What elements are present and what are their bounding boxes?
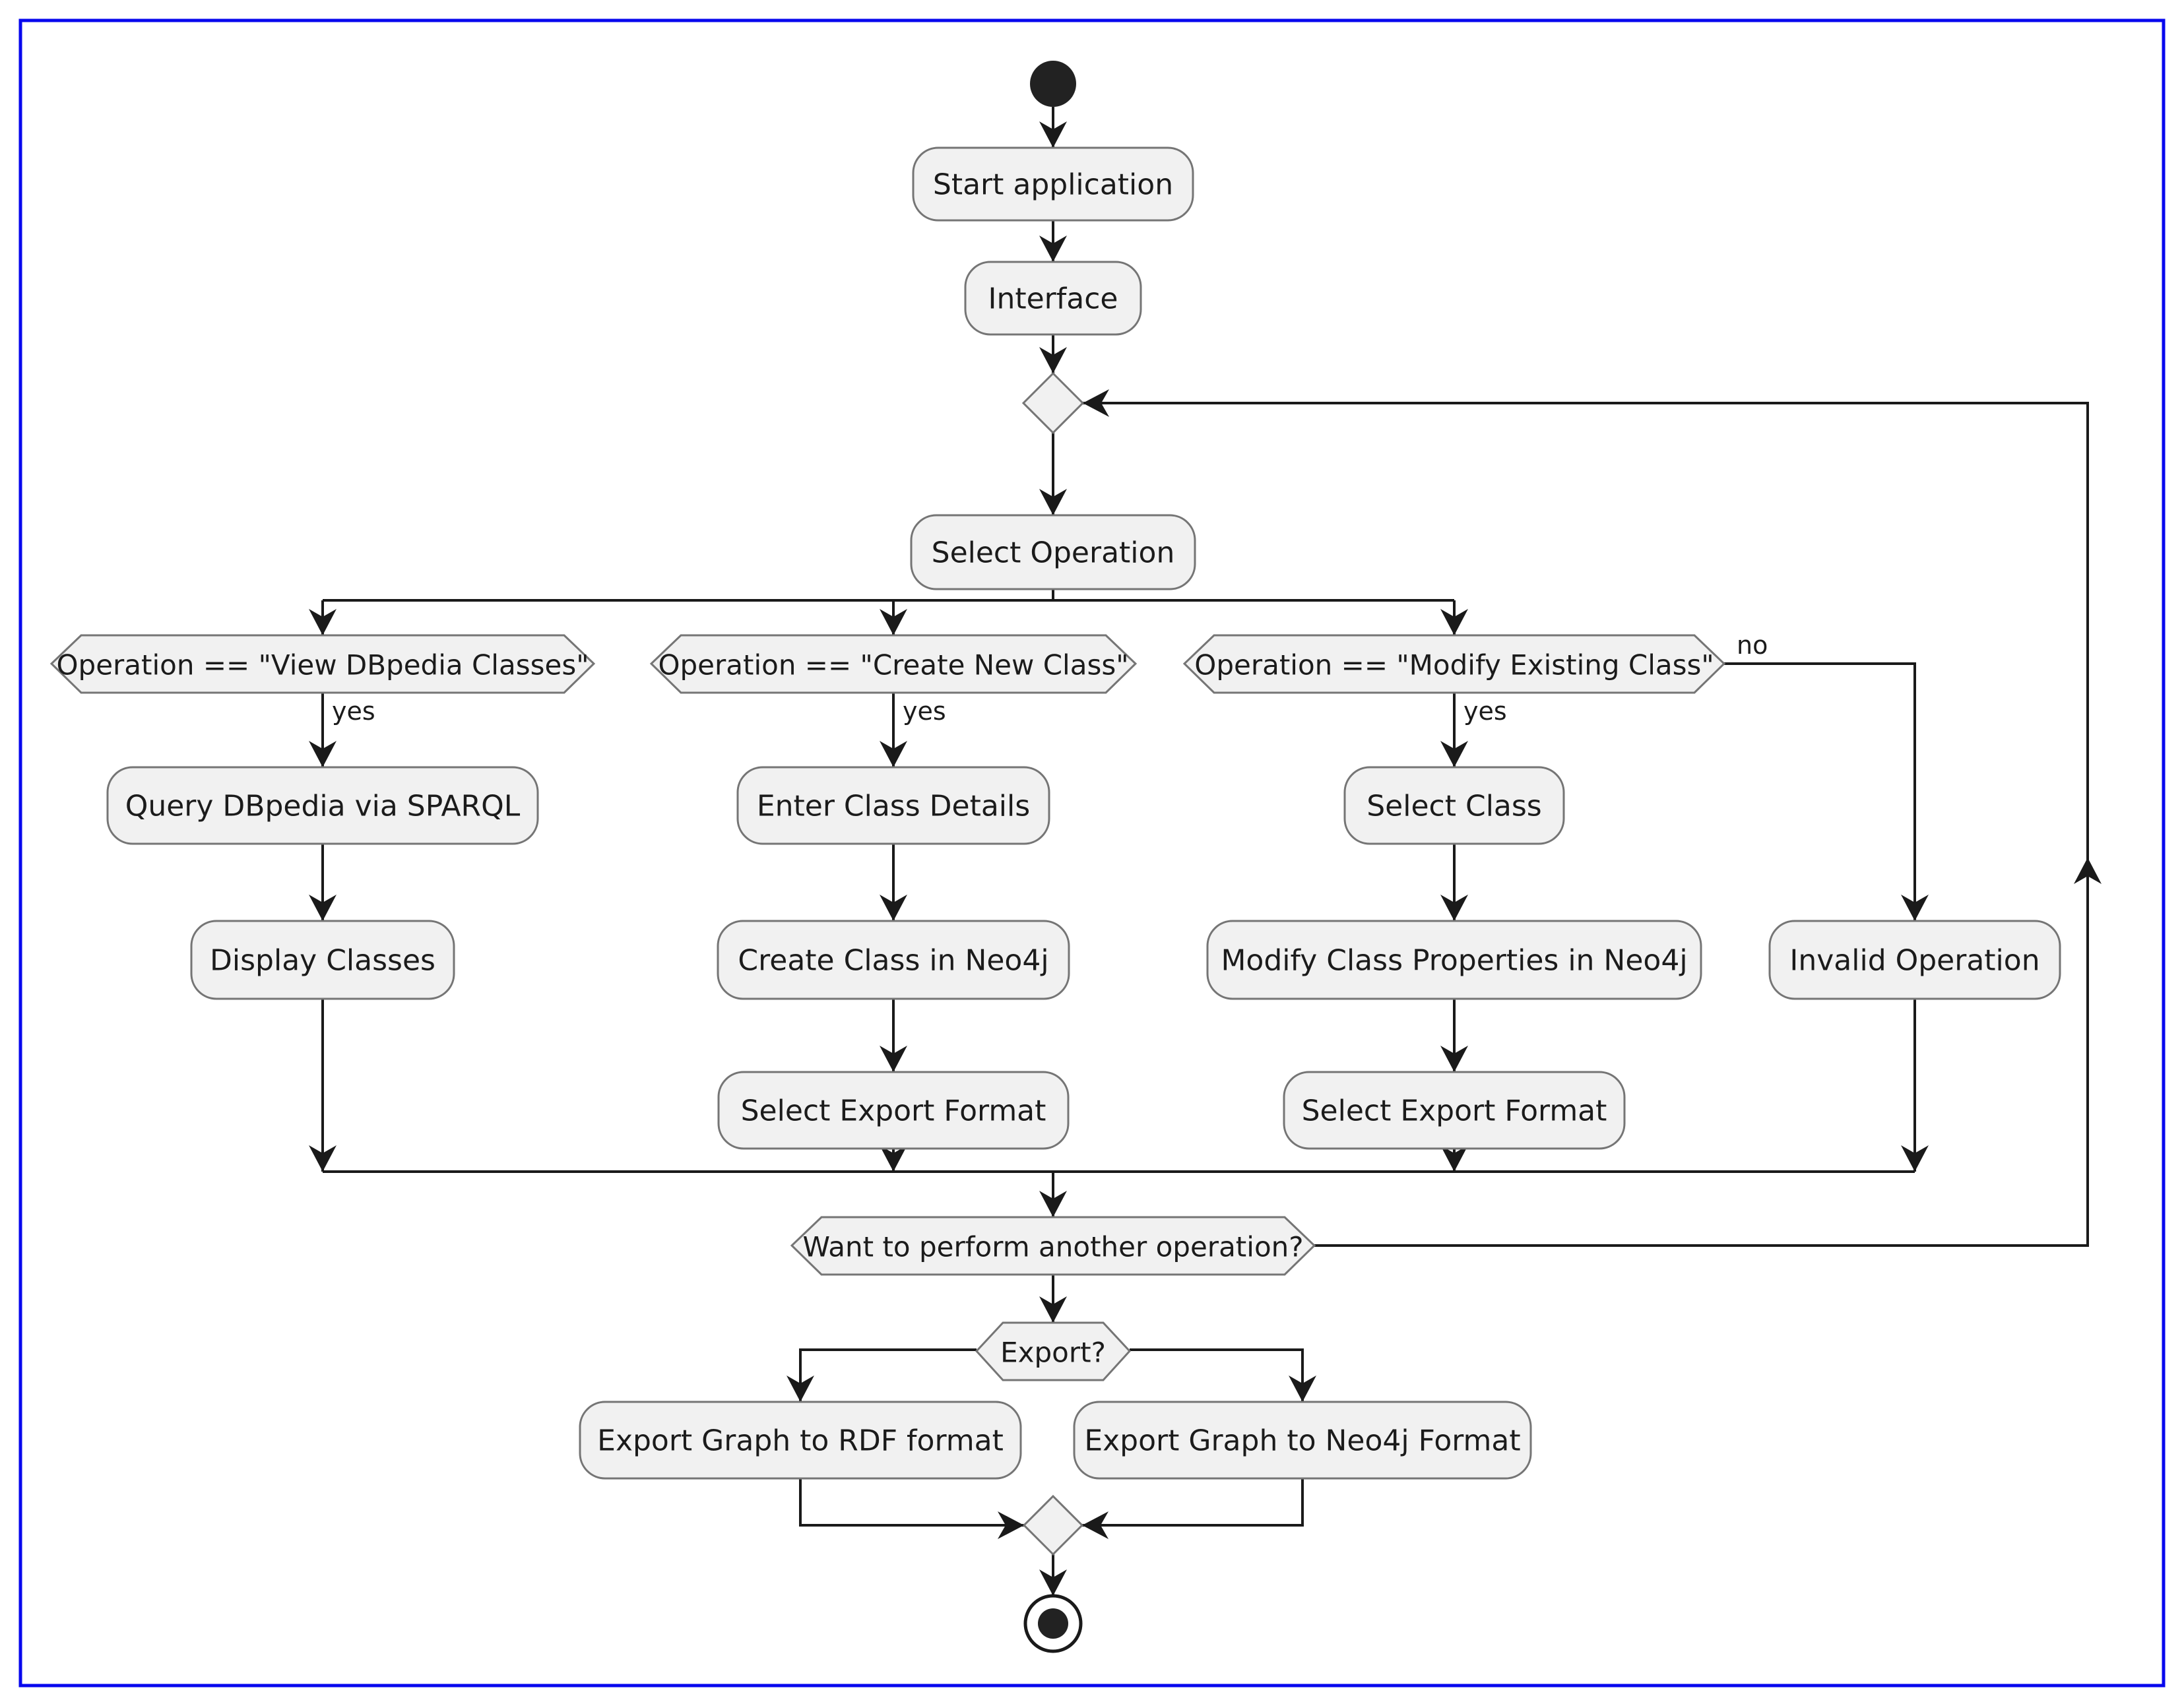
decision-label: Export? — [1000, 1337, 1106, 1369]
activity-enter-class-details: Enter Class Details — [736, 766, 1050, 845]
decision-operation-view: Operation == "View DBpedia Classes" — [49, 634, 596, 694]
activity-start-application: Start application — [912, 146, 1194, 222]
merge-diamond-bottom — [1022, 1494, 1084, 1556]
flow-edges — [321, 107, 2089, 1596]
edge-condmodify-no — [1724, 662, 1916, 921]
decision-want-another-operation: Want to perform another operation? — [790, 1216, 1316, 1276]
decision-label: Operation == "Create New Class" — [658, 649, 1128, 681]
activity-box — [717, 1071, 1070, 1150]
decision-shape — [1182, 634, 1726, 694]
decision-export: Export? — [975, 1321, 1132, 1381]
activity-box — [964, 261, 1142, 336]
activity-select-operation: Select Operation — [910, 514, 1196, 590]
activity-box — [912, 146, 1194, 222]
decision-shape — [49, 634, 596, 694]
decision-shape — [790, 1216, 1316, 1276]
edge-label-modify-no: no — [1737, 631, 1768, 660]
edge-export-to-neo4j — [1130, 1348, 1304, 1402]
activity-modify-class-properties: Modify Class Properties in Neo4j — [1206, 920, 1702, 1000]
activity-box — [717, 920, 1070, 1000]
activity-label: Enter Class Details — [757, 790, 1030, 823]
activity-box — [1073, 1401, 1532, 1480]
activity-box — [190, 920, 455, 1000]
activity-label: Display Classes — [210, 944, 435, 978]
activity-box — [736, 766, 1050, 845]
activity-label: Query DBpedia via SPARQL — [125, 790, 521, 823]
activity-select-export-format-right: Select Export Format — [1283, 1071, 1626, 1150]
activity-box — [1283, 1071, 1626, 1150]
activity-label: Export Graph to RDF format — [597, 1424, 1004, 1458]
activity-box — [1343, 766, 1565, 845]
edge-export-to-rdf — [799, 1348, 977, 1402]
end-node — [1023, 1594, 1083, 1653]
edge-rdf-to-merge2 — [799, 1478, 1024, 1527]
activity-label: Interface — [988, 282, 1118, 316]
activity-label: Export Graph to Neo4j Format — [1084, 1424, 1520, 1458]
decision-label: Operation == "View DBpedia Classes" — [56, 649, 589, 681]
activity-label: Modify Class Properties in Neo4j — [1221, 944, 1687, 978]
activity-box — [1768, 920, 2061, 1000]
activity-box — [910, 514, 1196, 590]
activity-select-export-format-mid: Select Export Format — [717, 1071, 1070, 1150]
activity-export-neo4j: Export Graph to Neo4j Format — [1073, 1401, 1532, 1480]
decision-shape — [649, 634, 1138, 694]
activity-box — [579, 1401, 1022, 1480]
merge-diamond-top — [1021, 371, 1085, 435]
activity-export-rdf: Export Graph to RDF format — [579, 1401, 1022, 1480]
edge-neo4j-to-merge2 — [1082, 1478, 1304, 1527]
activity-interface: Interface — [964, 261, 1142, 336]
activity-display-classes: Display Classes — [190, 920, 455, 1000]
edge-label-create-yes: yes — [903, 697, 946, 726]
decision-label: Operation == "Modify Existing Class" — [1194, 649, 1714, 681]
activity-label: Invalid Operation — [1789, 944, 2039, 978]
activity-label: Create Class in Neo4j — [738, 944, 1048, 978]
activity-box — [106, 766, 539, 845]
activity-label: Start application — [933, 168, 1173, 202]
edge-label-view-yes: yes — [332, 697, 375, 726]
diagram-border-frame — [18, 18, 2166, 1688]
decision-operation-create: Operation == "Create New Class" — [649, 634, 1138, 694]
end-node-dot — [1038, 1608, 1068, 1639]
activity-label: Select Export Format — [1302, 1094, 1607, 1128]
decision-label: Want to perform another operation? — [802, 1231, 1303, 1263]
start-node — [1030, 61, 1076, 107]
activity-query-dbpedia: Query DBpedia via SPARQL — [106, 766, 539, 845]
decision-shape — [975, 1321, 1132, 1381]
activity-label: Select Class — [1366, 790, 1541, 823]
edge-label-modify-yes: yes — [1463, 697, 1507, 726]
activity-create-class-neo4j: Create Class in Neo4j — [717, 920, 1070, 1000]
activity-invalid-operation: Invalid Operation — [1768, 920, 2061, 1000]
decision-operation-modify: Operation == "Modify Existing Class" — [1182, 634, 1726, 694]
activity-select-class: Select Class — [1343, 766, 1565, 845]
activity-box — [1206, 920, 1702, 1000]
activity-label: Select Export Format — [741, 1094, 1046, 1128]
flow-arrowheads — [309, 121, 2102, 1596]
activity-label: Select Operation — [932, 536, 1175, 570]
edge-loop-back-to-merge1 — [1083, 402, 2089, 1247]
